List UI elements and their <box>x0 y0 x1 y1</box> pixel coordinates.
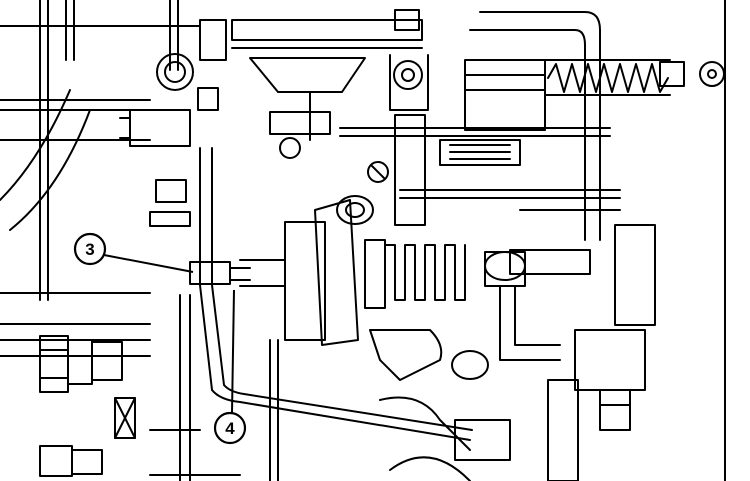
callout-3: 3 <box>73 232 194 273</box>
callout-4-label: 4 <box>225 419 235 438</box>
control-rod <box>189 147 473 441</box>
spring-assembly <box>469 11 725 241</box>
pipework <box>499 209 656 391</box>
upper-left-fittings <box>119 19 227 227</box>
callout-4: 4 <box>213 289 247 445</box>
governor-housing <box>269 59 621 226</box>
lower-left-fittings <box>39 294 191 481</box>
frame-lines <box>0 0 726 481</box>
top-funnel <box>231 9 429 141</box>
callout-3-leader-line <box>103 254 194 273</box>
callout-3-circle <box>73 232 107 266</box>
lower-housing <box>269 329 631 481</box>
callout-4-circle <box>213 411 247 445</box>
callout-3-label: 3 <box>85 240 94 259</box>
diaphragm-bellows <box>239 195 591 346</box>
callout-4-leader-line <box>231 289 235 414</box>
